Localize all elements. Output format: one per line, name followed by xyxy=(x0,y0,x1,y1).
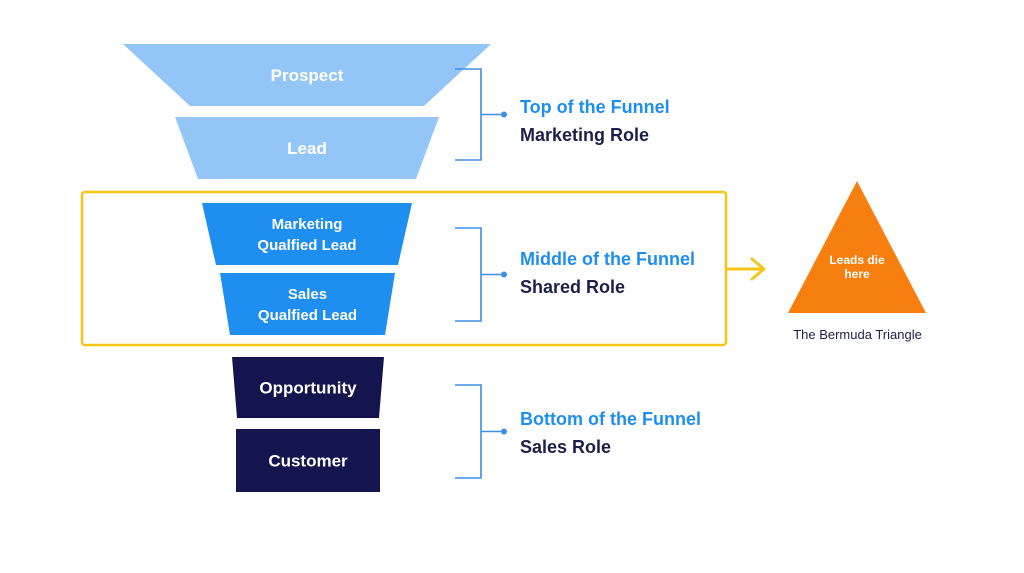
funnel-stage-label: Customer xyxy=(268,451,348,470)
group-bottom: Bottom of the Funnel Sales Role xyxy=(520,408,701,458)
middle-funnel-highlight-box xyxy=(80,190,728,347)
funnel-stage-shape xyxy=(123,44,491,106)
bracket-line xyxy=(455,227,504,322)
funnel-stage-label: Prospect xyxy=(271,66,344,85)
bracket-middle xyxy=(455,227,507,322)
bracket-line xyxy=(455,68,504,161)
bracket-dot xyxy=(501,428,507,435)
group-title-top: Top of the Funnel xyxy=(520,97,670,117)
arrow-right-icon xyxy=(726,257,766,281)
bracket-dot xyxy=(501,271,507,278)
group-title-bottom: Bottom of the Funnel xyxy=(520,409,701,429)
group-role-middle: Shared Role xyxy=(520,277,626,297)
funnel-stage-shape xyxy=(232,357,384,418)
funnel-stage-label: Lead xyxy=(287,139,327,158)
group-role-bottom: Sales Role xyxy=(520,437,612,457)
bracket-top xyxy=(455,68,507,161)
funnel-stage-shape xyxy=(236,429,380,492)
funnel-stage-shape xyxy=(220,273,395,335)
funnel-stage-shape xyxy=(202,203,412,265)
bracket-line xyxy=(455,384,504,479)
triangle-shape xyxy=(788,181,926,313)
group-middle: Middle of the Funnel Shared Role xyxy=(520,248,695,298)
funnel-stage-prospect: Prospect xyxy=(123,44,491,106)
group-top: Top of the Funnel Marketing Role xyxy=(520,96,670,146)
funnel-stage-shape xyxy=(175,117,439,179)
funnel-stage-lead: Lead xyxy=(175,117,439,179)
group-brackets xyxy=(455,68,507,479)
bracket-dot xyxy=(501,111,507,118)
triangle-caption: The Bermuda Triangle xyxy=(793,327,922,342)
group-title-middle: Middle of the Funnel xyxy=(520,249,695,269)
funnel-stage-customer: Customer xyxy=(236,429,380,492)
group-role-top: Marketing Role xyxy=(520,125,650,145)
bracket-bottom xyxy=(455,384,507,479)
funnel-stage-opportunity: Opportunity xyxy=(232,357,384,418)
funnel-stage-label: Opportunity xyxy=(259,378,357,397)
